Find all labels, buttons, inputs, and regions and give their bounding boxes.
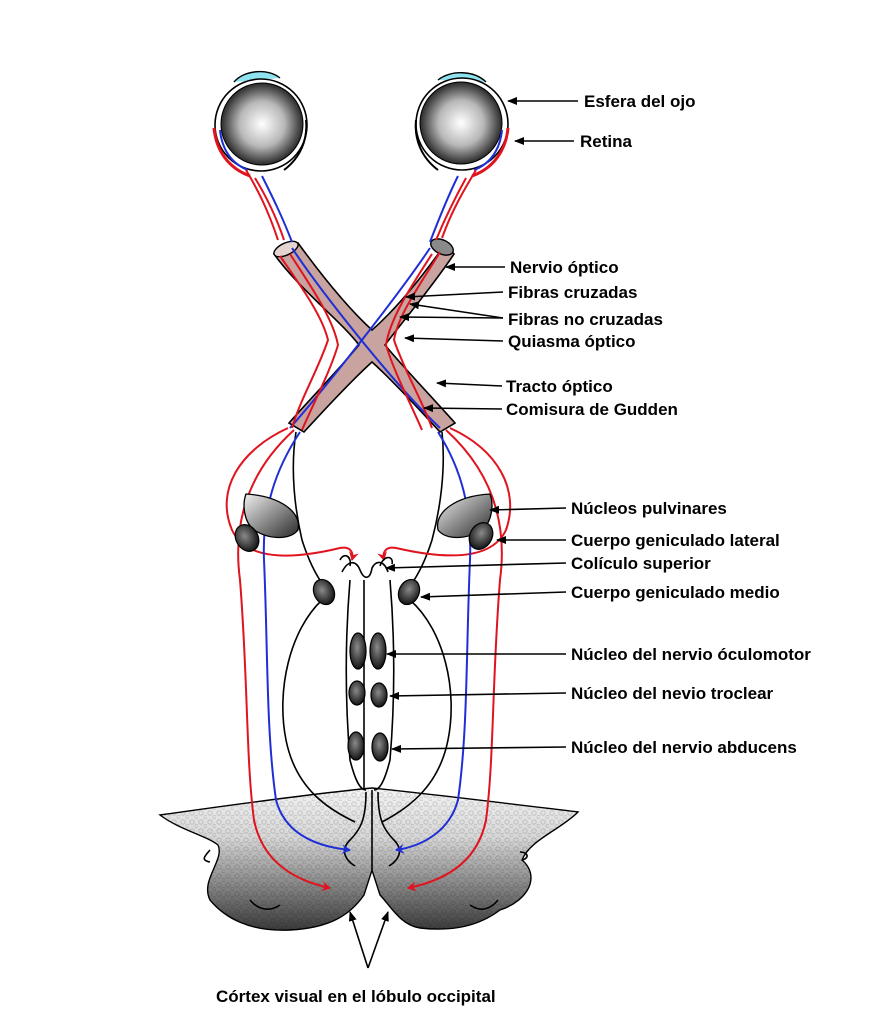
optic-chiasm (272, 238, 457, 434)
label-optic-tract: Tracto óptico (506, 377, 613, 396)
retinal-fibers (245, 169, 477, 243)
left-eye (212, 71, 308, 178)
chiasm-fibers (279, 247, 441, 431)
cranial-nerve-nuclei (347, 632, 389, 762)
label-trochlear-nucleus: Núcleo del nevio troclear (571, 684, 774, 703)
pulvinar-nuclei (243, 493, 493, 539)
label-optic-nerve: Nervio óptico (510, 258, 619, 277)
lateral-geniculate-bodies (234, 522, 494, 552)
label-superior-colliculus: Colículo superior (571, 554, 711, 573)
label-eyeball: Esfera del ojo (584, 92, 695, 111)
label-abducens-nucleus: Núcleo del nervio abducens (571, 738, 797, 757)
right-eye (414, 72, 510, 178)
superior-colliculus (339, 554, 395, 791)
medial-geniculate-bodies (312, 578, 421, 606)
label-gudden-commissure: Comisura de Gudden (506, 400, 678, 419)
label-lateral-geniculate: Cuerpo geniculado lateral (571, 531, 780, 550)
label-crossed-fibers: Fibras cruzadas (508, 283, 637, 302)
label-visual-cortex: Córtex visual en el lóbulo occipital (216, 987, 496, 1006)
label-retina: Retina (580, 132, 633, 151)
label-pulvinar-nuclei: Núcleos pulvinares (571, 499, 727, 518)
label-uncrossed-fibers: Fibras no cruzadas (508, 310, 663, 329)
labels: Esfera del ojo Retina Nervio óptico Fibr… (216, 92, 811, 1006)
label-medial-geniculate: Cuerpo geniculado medio (571, 583, 780, 602)
label-pointers (348, 97, 578, 969)
occipital-cortex (158, 787, 580, 931)
label-oculomotor-nucleus: Núcleo del nervio óculomotor (571, 645, 811, 664)
label-optic-chiasm: Quiasma óptico (508, 332, 636, 351)
